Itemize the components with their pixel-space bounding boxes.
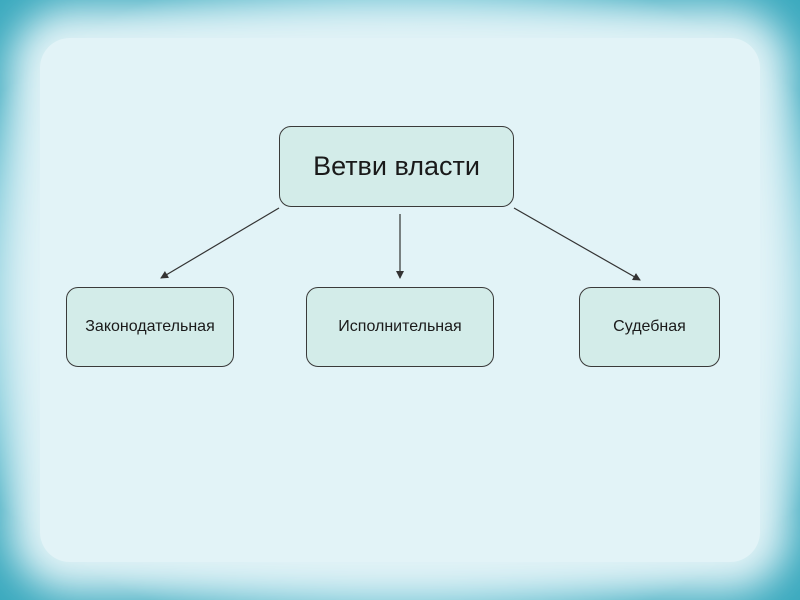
node-legislative: Законодательная bbox=[66, 287, 234, 367]
root-node-branches-of-power: Ветви власти bbox=[279, 126, 514, 207]
node-legislative-label: Законодательная bbox=[85, 318, 215, 335]
root-node-label: Ветви власти bbox=[313, 151, 480, 181]
node-judicial-label: Судебная bbox=[613, 318, 686, 335]
arrow-to-legislative bbox=[160, 207, 280, 279]
node-executive-label: Исполнительная bbox=[338, 318, 462, 335]
arrow-to-judicial bbox=[513, 207, 641, 281]
node-executive: Исполнительная bbox=[306, 287, 494, 367]
node-judicial: Судебная bbox=[579, 287, 720, 367]
